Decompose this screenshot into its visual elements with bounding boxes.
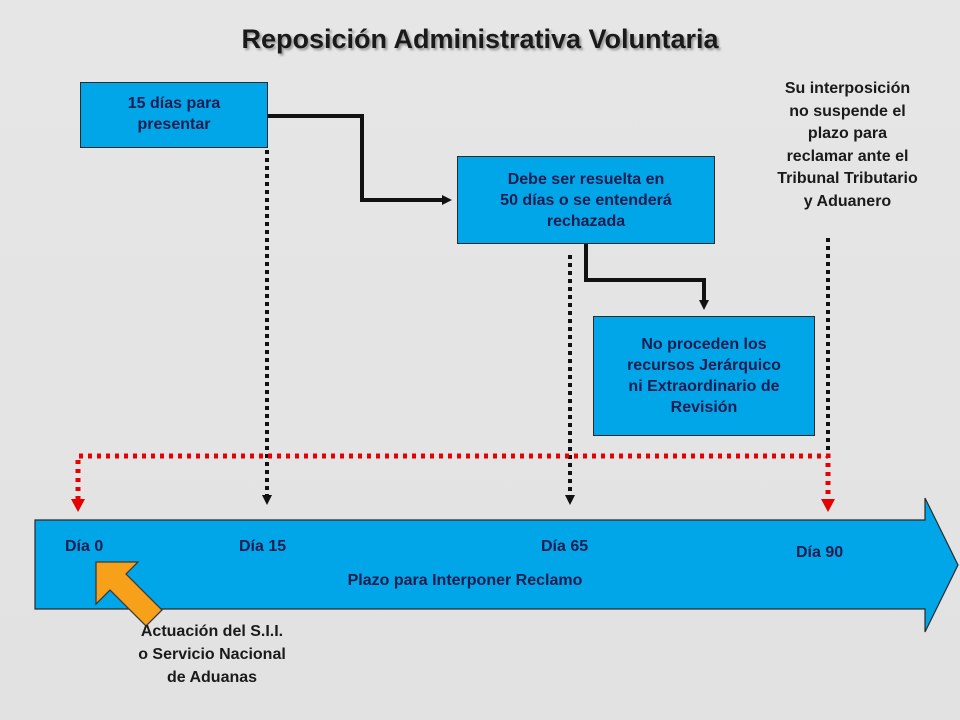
red-arrowhead-dia-0 [71, 499, 85, 512]
connector-resuelta-to-no-proceden [584, 244, 709, 310]
box-no-proceden: No proceden los recursos Jerárquico ni E… [593, 316, 815, 436]
day-label-15: Día 15 [239, 538, 287, 555]
timeline-label: Plazo para Interponer Reclamo [347, 572, 583, 589]
connector-presentar-to-resuelta [268, 114, 452, 205]
day-label-90: Día 90 [796, 544, 844, 561]
timeline-arrow [34, 497, 959, 633]
day-label-65: Día 65 [541, 538, 589, 555]
page-title: Reposición Administrativa Voluntaria [241, 24, 719, 54]
box-resuelta: Debe ser resuelta en 50 días o se entend… [457, 156, 715, 244]
day-label-0: Día 0 [65, 538, 104, 555]
red-dotted-bracket [75, 453, 831, 500]
actor-label: Actuación del S.I.I. o Servicio Nacional… [138, 623, 286, 686]
red-arrowhead-dia-90 [821, 499, 835, 512]
note-interposicion: Su interposición no suspende el plazo pa… [777, 80, 918, 210]
box-presentar: 15 días para presentar [80, 82, 268, 148]
orange-arrow-icon [95, 561, 163, 627]
